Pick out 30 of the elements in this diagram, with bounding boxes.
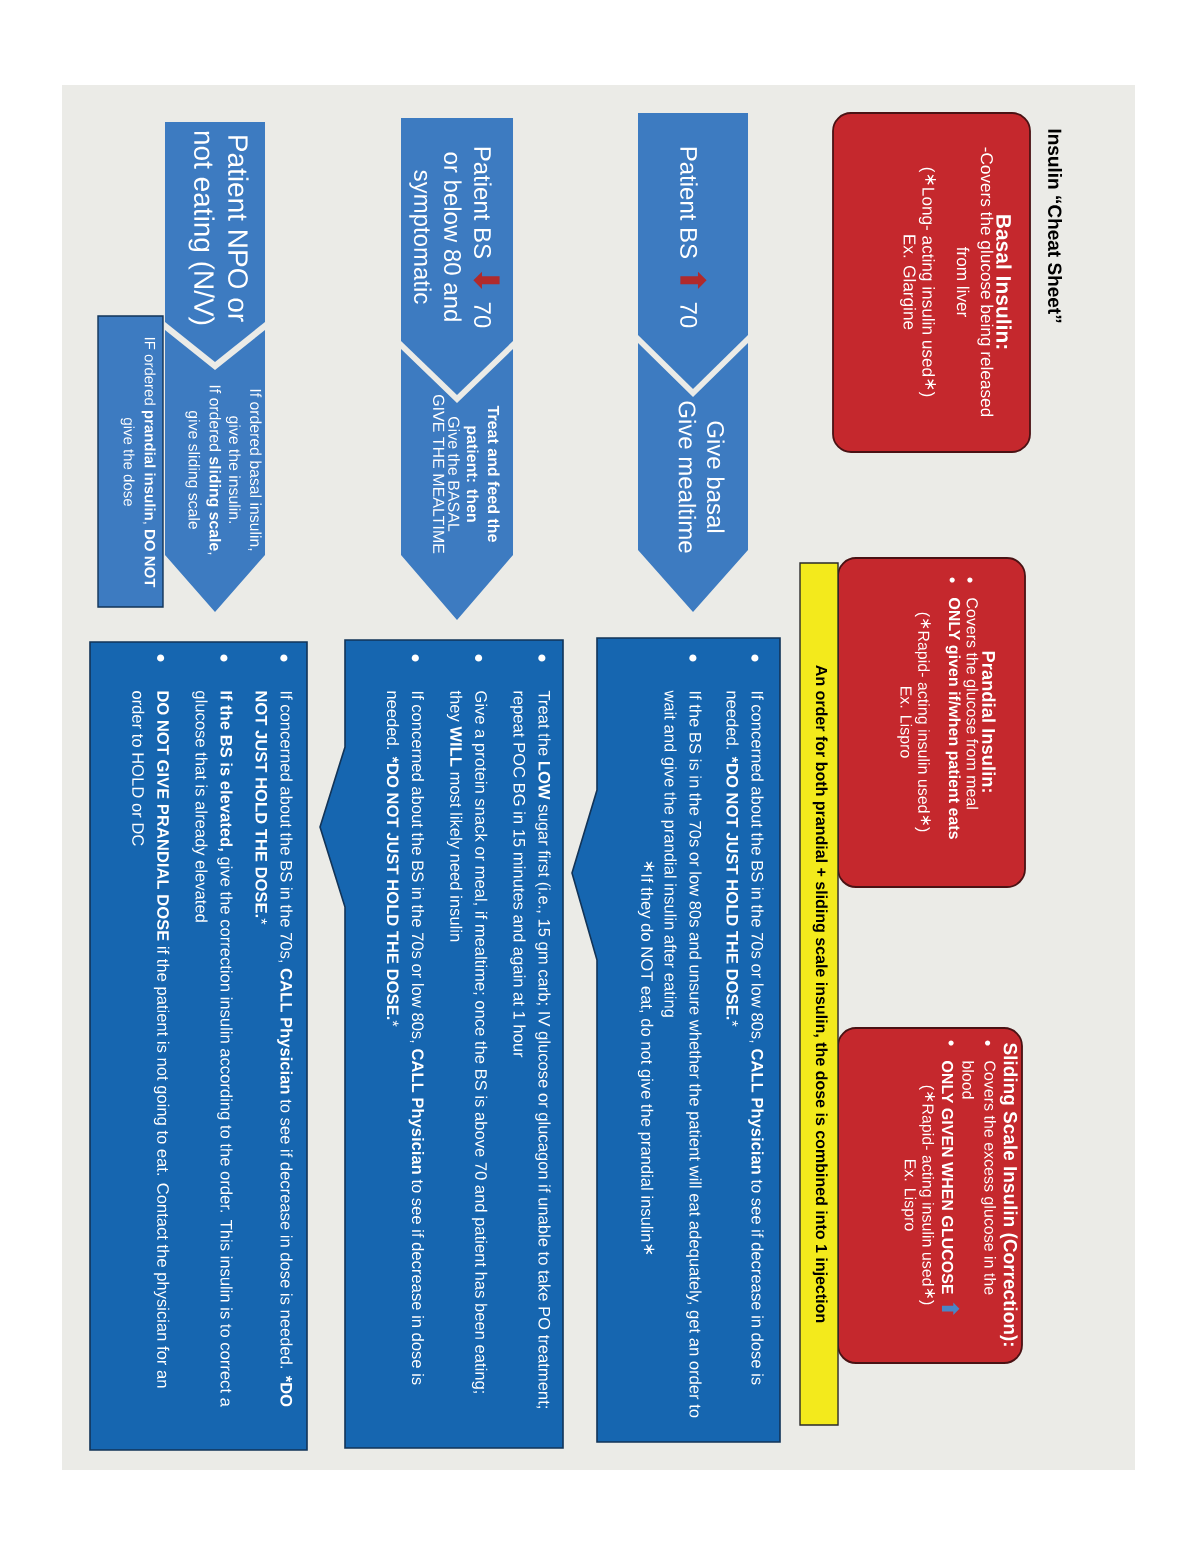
card-note: Ex. Glargine [900,235,917,330]
chevron-text: Give the BASAL [448,417,460,532]
bullet-text: DO NOT GIVE PRANDIAL DOSE if the patient is not going to eat. Contact the physician for an order to HOLD or DC [132,691,170,1388]
card-heading: Basal Insulin: [996,215,1012,349]
chevron-text: GIVE THE MEALTIME [433,394,445,554]
card-note: Ex. Lispro [901,1160,917,1231]
instruction-note: ∗If they do NOT eat, do not give the prandial insulin∗ [637,861,655,1255]
card-note: (∗Rapid- acting insulin used∗) [914,612,931,832]
highlight-banner: An order for both prandial + sliding scale insulin, the dose is combined into 1 injection [799,562,839,1426]
note-box: IF ordered prandial insulin, DO NOT give the dose [97,315,164,608]
card-heading: Prandial Insulin: [982,651,996,792]
bullet-text: ONLY GIVEN WHEN GLUCOSE ⬆ [941,1061,960,1315]
chevron-box: Patient NPO or not eating (N/V) [165,122,265,362]
card-text: -Covers the glucose being released from liver [956,147,994,417]
bullet-text: Covers the glucose from meal [963,598,979,809]
bullet-text: Covers the excess glucose in the blood [962,1061,997,1295]
card-note: Ex. Lispro [897,687,913,758]
chevron-text: Give mealtime [678,401,697,553]
bullet-text: ONLY given if/when patient eats [945,598,961,839]
bullet-text: If concerned about the BS in the 70s or low 80s, CALL Physician to see if decrease in dose is needed. *DO NOT JUST HOLD THE DOSE.* [386,691,425,1385]
bullet-text: If the BS is in the 70s or low 80s and unsure whether the patient will eat adequately, get an order to wait and give the prandial insulin after eating [661,690,702,1418]
card-heading: Sliding Scale Insulin (Correction): [999,1043,1018,1346]
chevron-text: Give basal [707,421,725,533]
chevron-text: If ordered basal insulin, give the insulin. [225,389,262,551]
node-label: Patient NPO or not eating (N/V) [188,131,249,325]
sheet-title: Insulin “Cheat Sheet” [1048,129,1062,323]
card-note: (∗Rapid- acting insulin used∗) [919,1085,935,1305]
bullet-text: If concerned about the BS in the 70s or low 80s, CALL Physician to see if decrease in dose is needed. *DO NOT JUST HOLD THE DOSE.* [726,691,764,1385]
chevron-text: Treat and feed the patient: then [463,405,500,542]
card-note: (∗Long- acting insulin used∗) [918,167,936,397]
